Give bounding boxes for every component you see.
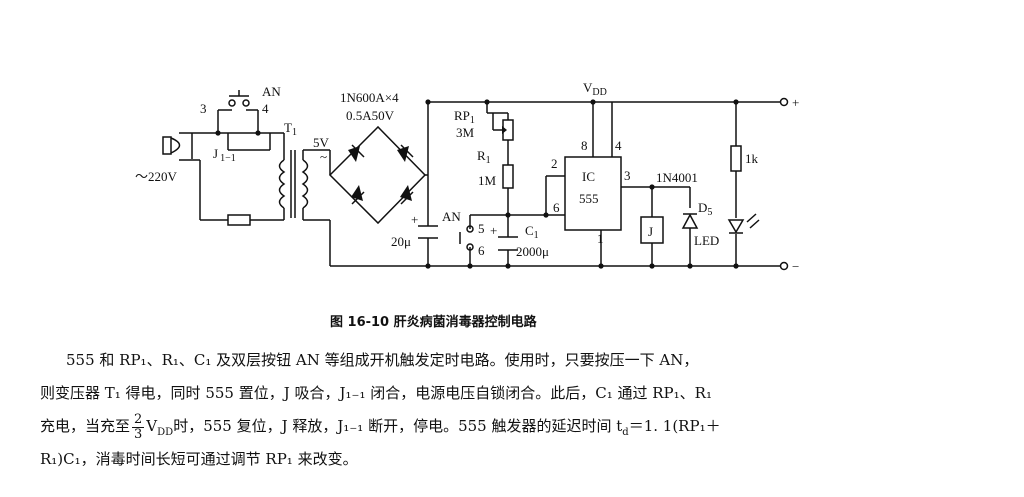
label-bridge: 1N600A×4 — [340, 90, 399, 105]
positive-terminal — [779, 97, 789, 107]
label-pin8: 8 — [581, 138, 588, 153]
description-paragraph: 555 和 RP₁、R₁、C₁ 及双层按钮 AN 等组成开机触发定时电路。使用时… — [40, 344, 1000, 476]
paragraph-line-4: R₁)C₁，消毒时间长短可通过调节 RP₁ 来改变。 — [40, 450, 358, 468]
paragraph-text: ＝1. 1(RP₁＋ — [628, 417, 721, 435]
junction — [505, 263, 511, 269]
label-c1-plus: + — [490, 223, 497, 238]
paragraph-text: V — [146, 417, 158, 435]
label-5v: 5V — [313, 135, 330, 150]
junction — [467, 263, 473, 269]
wires — [162, 101, 780, 267]
label-relay-j: J — [648, 224, 653, 239]
junction — [649, 263, 655, 269]
label-pin2: 2 — [551, 156, 558, 171]
junction — [598, 263, 604, 269]
terminals — [228, 97, 789, 271]
capacitor-20u — [418, 225, 438, 239]
label-led: LED — [694, 233, 719, 248]
label-pin3: 3 — [200, 101, 207, 116]
label-an-pin6: 6 — [478, 243, 485, 258]
label-pin4: 4 — [262, 101, 269, 116]
label-ic-number: 555 — [579, 191, 599, 206]
label-mains: ～220V — [135, 169, 178, 184]
junction — [733, 99, 739, 105]
label-1k: 1k — [745, 151, 759, 166]
subscript: DD — [157, 427, 174, 438]
capacitor-c1 — [498, 236, 518, 251]
paragraph-text: 时，555 复位，J 释放，J₁₋₁ 断开，停电。555 触发器的延迟时间 t — [173, 417, 623, 435]
junction — [649, 184, 655, 190]
label-c1: C1 — [525, 223, 539, 241]
bridge-diode — [348, 146, 360, 162]
junction — [687, 263, 693, 269]
mains-plug-curve — [170, 137, 181, 154]
label-pin6: 6 — [553, 200, 560, 215]
junction — [543, 212, 549, 218]
subscript: d — [622, 427, 629, 438]
led-indicator — [727, 213, 760, 234]
label-diode-1n4001: 1N4001 — [656, 170, 698, 185]
fuse — [227, 214, 251, 226]
junction — [733, 263, 739, 269]
potentiometer-rp1 — [492, 113, 514, 141]
primary-coil — [278, 159, 286, 209]
resistor-1k — [730, 145, 742, 172]
paragraph-text: 充电，当充至 — [40, 417, 131, 435]
negative-terminal — [779, 261, 789, 271]
label-cap-20u: 20μ — [391, 234, 411, 249]
diode-d5 — [681, 213, 699, 229]
ic-555 — [564, 156, 622, 231]
label-pin4-ic: 4 — [615, 138, 622, 153]
junction — [590, 99, 596, 105]
transformer-t1 — [278, 150, 309, 218]
secondary-coil — [301, 159, 309, 209]
circuit-schematic: 3 AN 4 J1−1 ～220V T1 5V ~ 1N600A×4 0.5A5… — [135, 80, 799, 274]
label-rp1-value: 3M — [456, 125, 475, 140]
label-rp1: RP1 — [454, 108, 475, 126]
bridge-rectifier — [328, 125, 427, 225]
switch-contact — [242, 99, 250, 107]
label-pin3-ic: 3 — [624, 168, 631, 183]
switch-contact — [466, 225, 474, 233]
label-vdd: VDD — [583, 80, 607, 98]
figure-caption: 图 16-10 肝炎病菌消毒器控制电路 — [330, 315, 537, 330]
label-ic: IC — [582, 169, 595, 184]
mains-plug — [162, 136, 172, 155]
label-an-pin5: 5 — [478, 221, 485, 236]
label-r1-value: 1M — [478, 173, 497, 188]
label-plus: + — [792, 95, 799, 110]
junction-dots — [215, 99, 739, 269]
label-ac: ~ — [320, 149, 327, 164]
label-pin1: 1 — [597, 231, 604, 246]
label-d5: D5 — [698, 200, 712, 218]
relay-coil-j — [640, 216, 664, 244]
paragraph-line-1: 555 和 RP₁、R₁、C₁ 及双层按钮 AN 等组成开机触发定时电路。使用时… — [66, 351, 699, 369]
junction — [425, 99, 431, 105]
fraction-denominator: 3 — [134, 426, 143, 442]
switch-contact — [228, 99, 236, 107]
fraction-numerator: 2 — [132, 411, 145, 428]
paragraph-line-2: 则变压器 T₁ 得电，同时 555 置位，J 吸合，J₁₋₁ 闭合，电源电压自锁… — [40, 384, 712, 402]
junction — [215, 130, 221, 136]
junction — [425, 263, 431, 269]
label-an-lower: AN — [442, 209, 461, 224]
junction — [505, 212, 511, 218]
label-c1-value: 2000μ — [516, 244, 549, 259]
junction — [255, 130, 261, 136]
resistor-r1 — [502, 164, 514, 189]
label-minus: − — [792, 259, 799, 274]
label-cap-plus: + — [411, 212, 418, 227]
label-bridge-rating: 0.5A50V — [346, 108, 395, 123]
label-t1: T1 — [284, 120, 297, 138]
switch-contact — [466, 243, 474, 251]
junction — [484, 99, 490, 105]
label-an-top: AN — [262, 84, 281, 99]
label-r1: R1 — [477, 148, 491, 166]
